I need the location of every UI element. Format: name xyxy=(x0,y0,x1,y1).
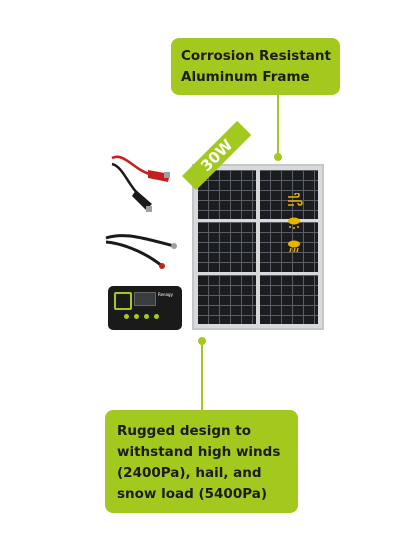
hail-icon xyxy=(288,240,300,253)
snow-icon xyxy=(288,217,300,229)
controller-home-icon xyxy=(114,292,132,310)
cell-block xyxy=(198,222,256,272)
cell-block xyxy=(260,274,318,324)
frame-leader-line xyxy=(277,95,279,156)
rugged-callout-line-2: withstand high winds xyxy=(117,444,281,460)
controller-brand-label: Renogy xyxy=(158,292,173,297)
frame-callout: Corrosion Resistant Aluminum Frame xyxy=(171,38,340,95)
controller-buttons xyxy=(124,314,159,319)
extension-cable xyxy=(105,234,177,269)
alligator-clips-cable xyxy=(111,155,170,212)
cell-block xyxy=(198,274,256,324)
cell-block xyxy=(260,222,318,272)
frame-callout-line-1: Corrosion Resistant xyxy=(181,48,331,64)
rugged-callout-line-4: snow load (5400Pa) xyxy=(117,486,268,502)
rugged-callout: Rugged design to withstand high winds (2… xyxy=(105,410,298,513)
solar-panel xyxy=(192,164,324,330)
frame-callout-line-2: Aluminum Frame xyxy=(181,69,310,85)
cell-column-left xyxy=(198,170,256,324)
charge-controller: Renogy xyxy=(108,286,182,330)
solar-cells xyxy=(198,170,318,324)
controller-display xyxy=(134,292,156,306)
cell-column-right xyxy=(260,170,318,324)
frame-leader-dot xyxy=(274,153,282,161)
wind-icon xyxy=(288,193,303,206)
rugged-callout-line-3: (2400Pa), hail, and xyxy=(117,465,262,481)
cell-block xyxy=(260,170,318,220)
rugged-leader-line xyxy=(201,340,203,410)
rugged-callout-line-1: Rugged design to xyxy=(117,423,252,439)
